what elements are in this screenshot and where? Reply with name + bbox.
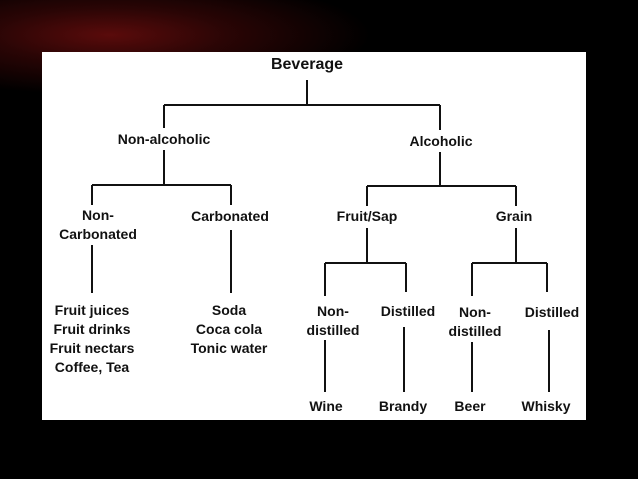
node-beverage: Beverage (270, 56, 344, 73)
node-grain-distilled: Distilled (524, 304, 580, 320)
node-carbonated: Carbonated (191, 208, 269, 224)
node-fruit-distilled: Distilled (380, 303, 436, 319)
leaf-brandy: Brandy (378, 398, 428, 414)
node-grain: Grain (495, 208, 533, 224)
node-non-carbonated: Non- Carbonated (59, 207, 137, 242)
non-carbonated-examples: Fruit juices Fruit drinks Fruit nectars … (49, 302, 135, 375)
carbonated-examples: Soda Coca cola Tonic water (190, 302, 268, 356)
node-fruit-sap: Fruit/Sap (336, 208, 398, 224)
node-fruit-non-distilled: Non- distilled (306, 303, 360, 338)
diagram-panel (42, 52, 586, 420)
node-non-alcoholic: Non-alcoholic (117, 131, 211, 147)
leaf-wine: Wine (309, 398, 343, 414)
node-grain-non-distilled: Non- distilled (448, 304, 502, 339)
node-alcoholic: Alcoholic (409, 133, 473, 149)
leaf-beer: Beer (454, 398, 486, 414)
leaf-whisky: Whisky (521, 398, 571, 414)
